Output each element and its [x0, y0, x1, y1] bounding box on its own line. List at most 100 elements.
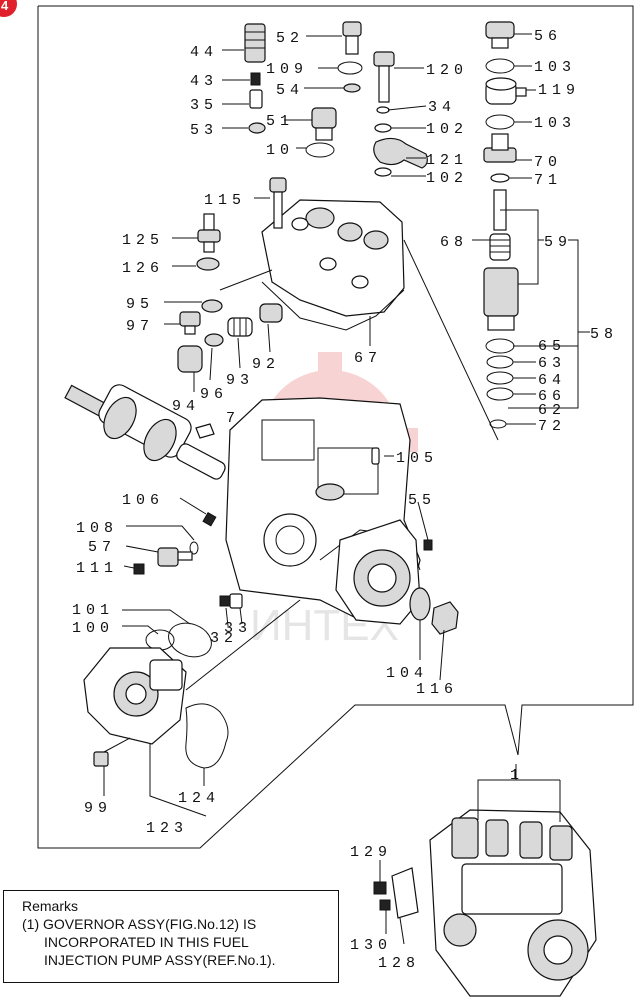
callout-120: 120 — [426, 62, 468, 79]
part-129-bolt — [373, 881, 387, 895]
part-102-washer-a — [374, 123, 392, 133]
part-55-screw — [423, 539, 433, 551]
part-43-spring — [250, 72, 261, 86]
part-66-ring — [486, 371, 514, 385]
callout-43: 43 — [190, 73, 218, 90]
remarks-heading: Remarks — [22, 898, 79, 914]
part-34-washer — [376, 106, 390, 114]
part-68-spring — [489, 233, 511, 261]
callout-108: 108 — [76, 520, 118, 537]
callout-111: 111 — [76, 560, 118, 577]
callout-129: 129 — [350, 844, 392, 861]
part-51-holder — [311, 107, 337, 141]
callout-66: 66 — [538, 388, 566, 405]
part-44-holder — [244, 23, 266, 63]
callout-103-b: 103 — [534, 115, 576, 132]
callout-99: 99 — [84, 800, 112, 817]
remarks-line-1: (1) GOVERNOR ASSY(FIG.No.12) IS — [22, 916, 257, 932]
part-95-washer — [201, 299, 223, 313]
callout-10: 10 — [266, 142, 294, 159]
callout-33: 33 — [224, 620, 252, 637]
part-100-oring — [145, 629, 175, 651]
part-93-spring — [227, 317, 253, 337]
part-124-gasket — [185, 703, 229, 769]
part-67-head-casting — [261, 199, 405, 331]
part-119-collar — [485, 77, 527, 105]
part-94-plug — [177, 345, 203, 373]
callout-52: 52 — [276, 30, 304, 47]
callout-35: 35 — [190, 97, 218, 114]
part-10-oring — [305, 142, 335, 158]
part-120-banjo-bolt — [373, 51, 395, 103]
callout-123: 123 — [146, 820, 188, 837]
callout-64: 64 — [538, 372, 566, 389]
part-125-fitting — [197, 213, 221, 253]
callout-126: 126 — [122, 260, 164, 277]
pump-assembly-thumbnail — [429, 809, 597, 997]
callout-130: 130 — [350, 937, 392, 954]
part-65-barrel — [483, 267, 519, 331]
callout-105: 105 — [396, 450, 438, 467]
callout-106: 106 — [122, 492, 164, 509]
page-badge — [0, 0, 17, 17]
mounting-flange — [335, 519, 421, 625]
callout-72: 72 — [538, 418, 566, 435]
callout-124: 124 — [178, 790, 220, 807]
part-70-valve — [483, 133, 517, 163]
part-105-pin — [371, 447, 380, 465]
callout-56: 56 — [534, 28, 562, 45]
part-108-oring — [189, 541, 199, 555]
callout-55: 55 — [408, 492, 436, 509]
callout-95: 95 — [126, 296, 154, 313]
part-103-ring-a — [485, 58, 515, 74]
callout-1: 1 — [510, 767, 524, 784]
part-101-oring — [168, 622, 212, 658]
remarks-box: Remarks (1) GOVERNOR ASSY(FIG.No.12) IS … — [3, 890, 339, 983]
page-badge-number: 4 — [1, 0, 9, 13]
callout-53: 53 — [190, 122, 218, 139]
callout-128: 128 — [378, 955, 420, 972]
callout-57: 57 — [88, 539, 116, 556]
part-115-bolt — [269, 177, 287, 229]
part-56-plug — [485, 21, 515, 49]
callout-94: 94 — [172, 398, 200, 415]
callout-103-a: 103 — [534, 59, 576, 76]
callout-101: 101 — [72, 602, 114, 619]
part-103-ring-b — [485, 114, 515, 130]
callout-102-b: 102 — [426, 170, 468, 187]
callout-71: 71 — [534, 172, 562, 189]
callout-59: 59 — [544, 234, 572, 251]
callout-7: 7 — [226, 410, 240, 427]
callout-70: 70 — [534, 154, 562, 171]
callout-97: 97 — [126, 318, 154, 335]
part-102-washer-b — [374, 167, 392, 177]
callout-32: 32 — [210, 630, 238, 647]
callout-34: 34 — [428, 99, 456, 116]
part-97-plug — [179, 311, 201, 335]
camshaft — [64, 384, 226, 480]
callout-104: 104 — [386, 665, 428, 682]
leader-lines — [103, 33, 590, 945]
part-128-bracket — [391, 867, 419, 919]
callout-68: 68 — [440, 234, 468, 251]
part-121-banjo — [373, 137, 428, 169]
callout-65: 65 — [538, 338, 566, 355]
part-126-washer — [196, 257, 220, 271]
remarks-line-2: INCORPORATED IN THIS FUEL — [44, 934, 249, 950]
part-109-oring — [337, 61, 363, 75]
callout-96: 96 — [200, 386, 228, 403]
exploded-view-frame — [37, 5, 634, 849]
callout-115: 115 — [204, 192, 246, 209]
callout-116: 116 — [416, 681, 458, 698]
callout-100: 100 — [72, 620, 114, 637]
part-130-bolt — [379, 899, 391, 911]
callout-54: 54 — [276, 82, 304, 99]
callout-63: 63 — [538, 355, 566, 372]
part-52-plug — [342, 21, 362, 55]
part-106-pin — [202, 511, 217, 527]
part-111-screw — [133, 563, 145, 575]
part-104-washer — [409, 587, 431, 621]
callout-67: 67 — [354, 350, 382, 367]
